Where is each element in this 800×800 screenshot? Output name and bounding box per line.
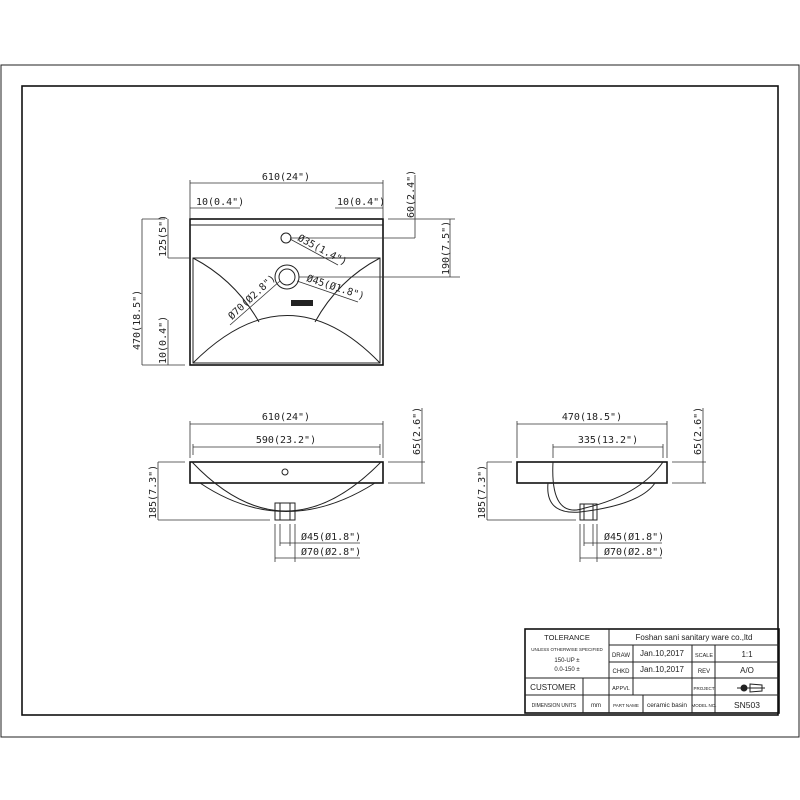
scale-label: SCALE: [695, 653, 713, 659]
company-name: Foshan sani sanitary ware co.,ltd: [636, 633, 753, 642]
front-pipe-outer-dim: Ø70(Ø2.8"): [301, 546, 361, 558]
top-view: 610(24") 10(0.4") 10(0.4") 60(2.4") 190(…: [132, 170, 460, 366]
front-rim-height-dim: 65(2.6"): [412, 407, 423, 455]
outer-border: [0, 64, 800, 738]
front-pipe-inner-dim: Ø45(Ø1.8"): [301, 531, 361, 543]
model-label: MODEL NO.: [691, 703, 716, 708]
overflow-hole: [280, 232, 292, 244]
project-label: PROJECT: [693, 686, 714, 691]
dimension-units-label: DIMENSION UNITS: [532, 703, 577, 709]
scale-value: 1:1: [741, 650, 753, 659]
side-pipe-inner-dim: Ø45(Ø1.8"): [604, 531, 664, 543]
model-value: SN503: [734, 700, 760, 710]
deck-dim: 125(5"): [158, 215, 169, 257]
draw-label: DRAW: [612, 653, 630, 659]
unless-specified-label: UNLESS OTHERWISE SPECIFIED: [531, 647, 603, 652]
rev-label: REV: [698, 669, 710, 675]
side-view: 470(18.5") 335(13.2") 65(2.6") 185(7.3")…: [477, 407, 706, 562]
appvl-label: APPVL: [612, 686, 630, 692]
side-inner-depth-dim: 335(13.2"): [578, 435, 638, 446]
top-edge-left-dim: 10(0.4"): [196, 197, 244, 208]
drain-offset-dim: 190(7.5"): [441, 221, 452, 275]
chkd-label: CHKD: [612, 669, 630, 675]
tolerance-label: TOLERANCE: [544, 633, 590, 642]
side-height-dim: 185(7.3"): [477, 465, 488, 519]
tolerance-row-1: 150-UP ±: [554, 658, 580, 664]
rev-value: A/O: [740, 666, 754, 675]
overflow-dia-dim: Ø35(1.4"): [296, 232, 349, 268]
tolerance-row-2: 0.0-150 ±: [554, 667, 580, 673]
overflow-offset-dim: 60(2.4"): [406, 170, 417, 218]
logo-mark: [291, 300, 313, 306]
top-width-dim: 610(24"): [262, 172, 310, 183]
side-depth-dim: 470(18.5"): [562, 412, 622, 423]
drain-inner: [278, 268, 296, 286]
chkd-date: Jan.10,2017: [640, 665, 685, 674]
dimension-units-value: mm: [591, 703, 601, 709]
projection-symbol-icon: [737, 683, 765, 693]
basin-outline: [189, 218, 384, 366]
title-block: TOLERANCE UNLESS OTHERWISE SPECIFIED 150…: [524, 628, 780, 714]
bottom-edge-dim: 10(0.4"): [158, 316, 169, 364]
bowl-outline: [192, 257, 381, 364]
side-pipe-outer-dim: Ø70(Ø2.8"): [604, 546, 664, 558]
front-width-dim: 610(24"): [262, 412, 310, 423]
draw-date: Jan.10,2017: [640, 649, 685, 658]
front-height-dim: 185(7.3"): [148, 465, 159, 519]
inner-border: [21, 85, 779, 716]
drain-outer-dia-dim: Ø70(Ø2.8"): [226, 272, 278, 322]
part-name-value: ceramic basin: [647, 702, 687, 709]
front-view: 610(24") 590(23.2") 65(2.6") 185(7.3") Ø…: [148, 407, 425, 562]
front-inner-width-dim: 590(23.2"): [256, 435, 316, 446]
side-rim-height-dim: 65(2.6"): [693, 407, 704, 455]
part-name-label: PART NAME: [613, 703, 639, 708]
top-depth-dim: 470(18.5"): [132, 290, 143, 350]
customer-label: CUSTOMER: [530, 683, 576, 692]
top-edge-right-dim: 10(0.4"): [337, 197, 385, 208]
